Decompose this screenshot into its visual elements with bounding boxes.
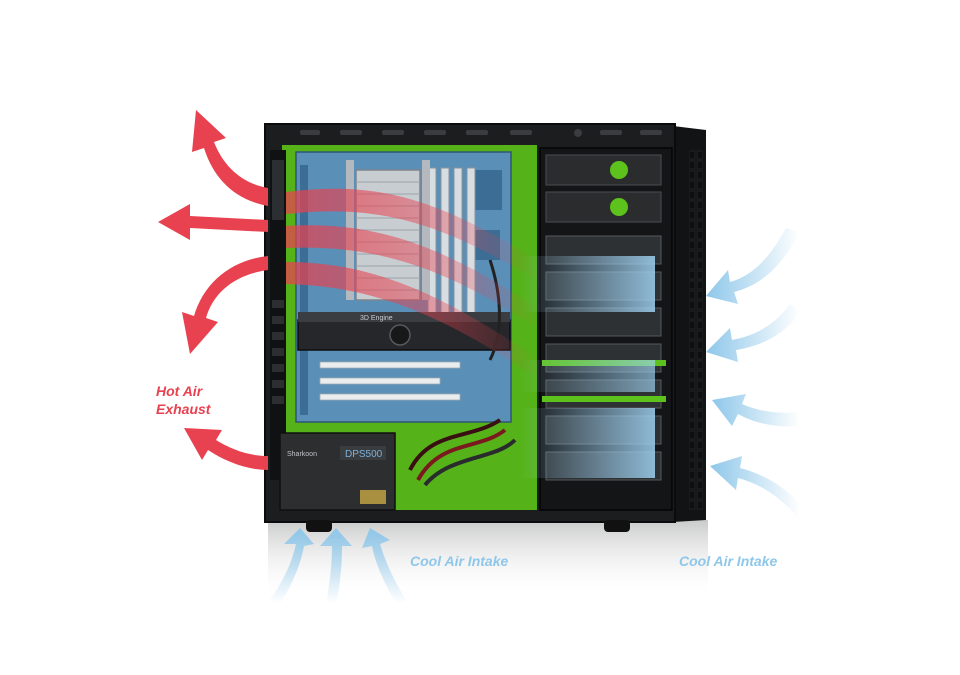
case-foot-left	[306, 520, 332, 532]
optical-bays	[545, 154, 662, 223]
hot-air-label-line1: Hot Air	[156, 383, 203, 399]
psu-brand: Sharkoon	[287, 451, 317, 458]
front-vent-strip	[689, 150, 703, 510]
curved-arrow-icon	[182, 256, 268, 354]
internal-hot-airflow	[286, 188, 540, 380]
curved-arrow-icon	[270, 528, 314, 604]
curved-arrow-icon	[192, 110, 268, 206]
curved-arrow-icon	[706, 228, 800, 520]
cool-air-arrows-bottom	[270, 528, 406, 604]
curved-arrow-icon	[184, 428, 268, 470]
hot-air-exhaust-label: Hot Air Exhaust	[156, 382, 210, 418]
cool-air-intake-bottom-label: Cool Air Intake	[410, 553, 509, 569]
hot-air-label-line2: Exhaust	[156, 401, 211, 417]
psu-model: DPS500	[345, 449, 383, 460]
hot-air-arrows	[158, 110, 268, 470]
internal-cool-airflow	[520, 256, 655, 478]
curved-arrow-icon	[158, 204, 268, 240]
curved-arrow-icon	[320, 528, 352, 604]
curved-arrow-icon	[362, 528, 406, 604]
case-foot-right	[604, 520, 630, 532]
cool-air-intake-right-label: Cool Air Intake	[679, 553, 778, 569]
power-supply: Sharkoon DPS500	[279, 432, 396, 511]
pci-slots	[319, 361, 461, 401]
gpu-label: 3D Engine	[360, 315, 393, 322]
cool-air-arrows-right	[706, 228, 800, 520]
